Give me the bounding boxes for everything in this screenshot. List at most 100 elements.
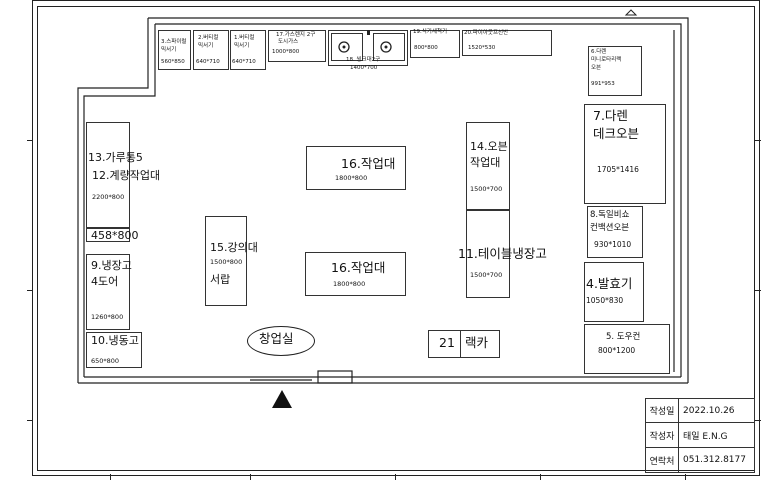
rotary-rack-oven-6-size: 991*953 xyxy=(591,81,615,87)
spiral-mixer-3-label2: 믹서기 xyxy=(161,47,177,53)
frame-tick xyxy=(110,474,111,480)
author-value: 태일 E.N.G xyxy=(678,422,755,448)
cabinet-458-label: 458*800 xyxy=(91,229,139,242)
rotary-rack-oven-6 xyxy=(588,46,642,96)
lecture-desk-15-drawer: 서랍 xyxy=(210,273,231,286)
rack-cart-21-num: 21 xyxy=(439,335,455,350)
shelf-20-size: 1520*530 xyxy=(468,45,496,51)
dishwasher-19-label: 19.식기세척기 xyxy=(413,29,448,35)
deck-oven-7 xyxy=(584,104,666,204)
date-value: 2022.10.26 xyxy=(678,398,755,423)
room-label-ellipse xyxy=(247,326,315,356)
convection-oven-8 xyxy=(587,206,643,258)
worktable-16-bottom-label: 16.작업대 xyxy=(331,260,386,275)
weighing-table-12-label: 12.계량작업대 xyxy=(92,169,161,182)
drawing-border xyxy=(32,0,760,476)
gas-range-17-label1: 17.가스렌지 2구 xyxy=(276,32,316,38)
shelf-20-label: 20.파이아웃프선반 xyxy=(464,30,509,36)
dough-conditioner-5-label: 5. 도우컨 xyxy=(606,332,641,342)
deck-oven-7-label2: 데크오븐 xyxy=(593,126,640,141)
oven-table-14-label2: 작업대 xyxy=(470,156,501,169)
contact-value: 051.312.8177 xyxy=(678,447,755,473)
vertical-mixer-1-size: 640*710 xyxy=(232,59,256,65)
weighing-table-12-size: 2200*800 xyxy=(92,193,125,201)
burner-icon xyxy=(338,41,350,53)
gas-range-17 xyxy=(268,30,326,62)
flour-bin-13-label: 13.가루통5 xyxy=(88,151,143,164)
freezer-10 xyxy=(86,332,142,368)
convection-oven-8-label1: 8.독일비쇼 xyxy=(590,210,630,220)
flour-bin-13 xyxy=(86,122,130,228)
author-label: 작성자 xyxy=(645,422,679,448)
freezer-10-size: 650*800 xyxy=(91,357,120,365)
frame-tick xyxy=(250,474,251,480)
frame-tick xyxy=(395,474,396,480)
gas-range-17-label2: 도시가스 xyxy=(278,39,299,45)
vertical-mixer-2-label2: 믹서기 xyxy=(198,43,214,49)
worktable-16-top-size: 1800*800 xyxy=(335,174,368,182)
fridge-9-size: 1260*800 xyxy=(91,313,124,321)
vertical-mixer-1-label2: 믹서기 xyxy=(234,43,250,49)
gas-range-17-size: 1000*800 xyxy=(272,49,300,55)
faucet xyxy=(367,30,370,35)
frame-tick xyxy=(755,420,761,421)
convection-oven-8-size: 930*1010 xyxy=(594,240,632,249)
worktable-16-top-label: 16.작업대 xyxy=(341,156,396,171)
table-fridge-11 xyxy=(466,210,510,298)
worktable-16-top xyxy=(306,146,406,190)
lecture-desk-15 xyxy=(205,216,247,306)
room-label: 창업실 xyxy=(259,331,294,346)
dough-conditioner-5-size: 800*1200 xyxy=(598,346,636,355)
contact-label: 연락처 xyxy=(645,447,679,473)
dishwasher-19-size: 800*800 xyxy=(414,45,438,51)
deck-oven-7-label1: 7.다렌 xyxy=(593,108,628,123)
proofer-4-label: 4.발효기 xyxy=(586,276,633,291)
worktable-16-bottom xyxy=(305,252,406,296)
proofer-4-size: 1050*830 xyxy=(586,296,624,305)
rack-cart-21-label: 랙카 xyxy=(465,335,489,350)
sink-18-label: 18. 씽크대2구 xyxy=(346,57,381,63)
sink-18-size: 1400*700 xyxy=(350,65,378,71)
frame-tick xyxy=(755,290,761,291)
lecture-desk-15-size: 1500*800 xyxy=(210,258,243,266)
table-fridge-11-label: 11.테이블냉장고 xyxy=(458,246,547,261)
vertical-mixer-2-label1: 2.버티컬 xyxy=(198,35,219,41)
rotary-rack-oven-6-label1: 6.다렌 xyxy=(591,49,607,55)
vertical-mixer-2-size: 640*710 xyxy=(196,59,220,65)
burner-icon xyxy=(380,41,392,53)
oven-table-14-label1: 14.오븐 xyxy=(470,140,508,153)
vertical-mixer-2 xyxy=(193,30,229,70)
fridge-9 xyxy=(86,254,130,330)
sink-basin-right xyxy=(373,33,405,61)
drawing-inner-border xyxy=(37,6,755,471)
frame-tick xyxy=(27,140,33,141)
oven-table-14 xyxy=(466,122,510,210)
rotary-rack-oven-6-label3: 오븐 xyxy=(591,65,602,71)
rack-cart-21 xyxy=(428,330,500,358)
vertical-mixer-1 xyxy=(230,30,266,70)
oven-table-14-size: 1500*700 xyxy=(470,185,503,193)
frame-tick xyxy=(27,420,33,421)
fridge-9-label1: 9.냉장고 xyxy=(91,259,132,272)
freezer-10-label: 10.냉동고 xyxy=(91,334,139,347)
convection-oven-8-label2: 컨백션오븐 xyxy=(590,223,630,233)
spiral-mixer-3 xyxy=(158,30,191,70)
dough-conditioner-5 xyxy=(584,324,670,374)
spiral-mixer-3-label1: 3.스파이럴 xyxy=(161,39,187,45)
sink-basin-left xyxy=(331,33,363,61)
worktable-16-bottom-size: 1800*800 xyxy=(333,280,366,288)
spiral-mixer-3-size: 560*850 xyxy=(161,59,185,65)
vertical-mixer-1-label1: 1.버티컬 xyxy=(234,35,255,41)
deck-oven-7-size: 1705*1416 xyxy=(597,165,639,174)
frame-tick xyxy=(685,474,686,480)
cabinet-458 xyxy=(86,228,130,242)
proofer-4 xyxy=(584,262,644,322)
date-label: 작성일 xyxy=(645,398,679,423)
frame-tick xyxy=(540,474,541,480)
entrance-triangle-icon xyxy=(272,390,292,408)
rotary-rack-oven-6-label2: 미니로타리랙 xyxy=(591,57,622,63)
frame-tick xyxy=(755,140,761,141)
shelf-20 xyxy=(462,30,552,56)
fridge-9-label2: 4도어 xyxy=(91,275,119,288)
